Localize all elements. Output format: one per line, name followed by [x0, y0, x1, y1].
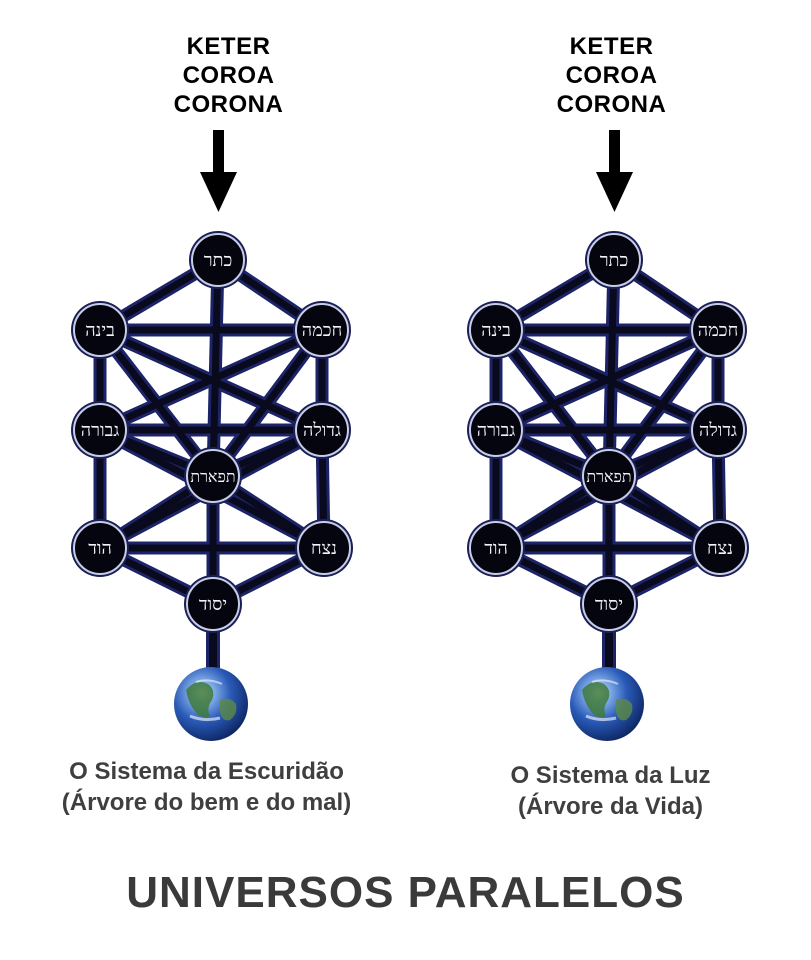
sefirah-netzach-label: נצח: [311, 538, 337, 559]
sefirah-chokhmah: חכמה: [689, 301, 747, 359]
sefirah-gevurah-label: גבורה: [81, 420, 119, 441]
keter-label-line: KETER: [186, 33, 271, 60]
sefirah-yesod-label: יסוד: [595, 594, 623, 615]
sefirah-keter: כתר: [585, 231, 643, 289]
tree-caption: O Sistema da Escuridão (Árvore do bem e …: [4, 756, 409, 818]
caption-subtitle: (Árvore do bem e do mal): [61, 789, 352, 816]
keter-label: KETER COROA CORONA: [26, 32, 431, 119]
sefirah-chokhmah: חכמה: [293, 301, 351, 359]
sefirah-yesod-label: יסוד: [199, 594, 227, 615]
sefirah-tiferet: תפארת: [184, 447, 242, 505]
keter-label-line: COROA: [182, 62, 275, 89]
caption-subtitle: (Árvore da Vida): [518, 793, 703, 820]
sefirah-gevurah: גבורה: [467, 401, 525, 459]
sefirah-gevurah: גבורה: [71, 401, 129, 459]
tree-caption: O Sistema da Luz (Árvore da Vida): [408, 760, 811, 822]
path-core-keter-tiferet: [209, 256, 222, 480]
sefirah-gedulah: גדולה: [689, 401, 747, 459]
arrow-down-icon: [200, 130, 237, 212]
sefirah-keter-label: כתר: [204, 250, 233, 271]
page-title: UNIVERSOS PARALELOS: [126, 868, 685, 917]
sefirah-netzach: נצח: [691, 519, 749, 577]
path-core-chokhmah-gevurah: [96, 326, 326, 434]
keter-label-line: CORONA: [173, 91, 284, 118]
keter-label-line: CORONA: [556, 91, 667, 118]
sefirah-hod-label: הוד: [484, 538, 508, 559]
sefirah-gedulah-label: גדולה: [303, 420, 341, 441]
keter-label-line: COROA: [565, 62, 658, 89]
keter-label-line: KETER: [569, 33, 654, 60]
sefirah-gevurah-label: גבורה: [477, 420, 515, 441]
path-core-keter-tiferet: [605, 256, 618, 480]
sefirah-hod-label: הוד: [88, 538, 112, 559]
caption-title: O Sistema da Escuridão: [69, 758, 344, 785]
sefirah-hod: הוד: [467, 519, 525, 577]
tree-of-life-diagram: כתר בינה חכמה גבורה גדולה תפארת הוד נצח יסוד: [71, 130, 353, 741]
tree-panel-left: KETER COROA CORONA כתר בינה חכמה גבורה גדולה…: [0, 0, 405, 840]
sefirah-hod: הוד: [71, 519, 129, 577]
tree-panel-right: KETER COROA CORONA כתר בינה חכמה גבורה גדולה…: [396, 0, 801, 840]
sefirah-binah: בינה: [467, 301, 525, 359]
earth-globe-icon: [570, 667, 644, 741]
sefirah-gedulah: גדולה: [293, 401, 351, 459]
arrow-down-icon: [596, 130, 633, 212]
sefirah-netzach: נצח: [295, 519, 353, 577]
sefirah-yesod: יסוד: [184, 575, 242, 633]
sefirah-tiferet: תפארת: [580, 447, 638, 505]
sefirah-chokhmah-label: חכמה: [302, 320, 342, 341]
sefirah-gedulah-label: גדולה: [699, 420, 737, 441]
sefirah-netzach-label: נצח: [707, 538, 733, 559]
caption-title: O Sistema da Luz: [510, 762, 711, 789]
sefirah-chokhmah-label: חכמה: [698, 320, 738, 341]
sefirah-yesod: יסוד: [580, 575, 638, 633]
sefirah-binah-label: בינה: [481, 320, 511, 341]
sefirah-tiferet-label: תפארת: [190, 467, 235, 486]
sefirah-binah: בינה: [71, 301, 129, 359]
path-core-chokhmah-gevurah: [492, 326, 722, 434]
sefirah-keter-label: כתר: [600, 250, 629, 271]
sefirah-tiferet-label: תפארת: [586, 467, 631, 486]
earth-globe-icon: [174, 667, 248, 741]
sefirah-keter: כתר: [189, 231, 247, 289]
tree-of-life-diagram: כתר בינה חכמה גבורה גדולה תפארת הוד נצח יסוד: [467, 130, 749, 741]
keter-label: KETER COROA CORONA: [409, 32, 811, 119]
sefirah-binah-label: בינה: [85, 320, 115, 341]
